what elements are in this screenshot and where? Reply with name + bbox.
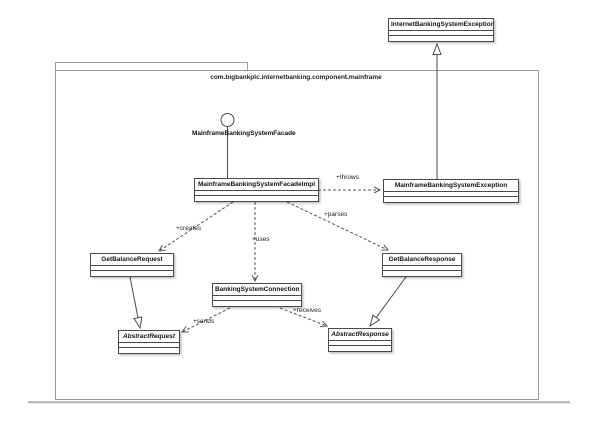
attributes-compartment: [119, 343, 179, 348]
interface-label: MainframeBankingSystemFacade: [192, 130, 296, 137]
class-get-balance-request: GetBalanceRequest: [90, 253, 174, 277]
generalization-arrow-request: [129, 276, 140, 328]
class-name: AbstractRequest: [119, 331, 179, 343]
operations-compartment: [91, 271, 173, 276]
operations-compartment: [383, 271, 461, 276]
attributes-compartment: [195, 191, 318, 196]
class-internet-banking-system-exception: InternetBankingSystemException: [388, 18, 494, 42]
class-mainframe-banking-system-exception: MainframeBankingSystemException: [383, 179, 519, 203]
relationship-label-receives: +receives: [293, 307, 321, 314]
attributes-compartment: [329, 341, 391, 346]
dependency-arrow-sends: [181, 307, 231, 333]
relationship-label-throws: +throws: [336, 174, 359, 181]
generalization-arrow-response: [370, 276, 407, 326]
attributes-compartment: [384, 192, 518, 197]
operations-compartment: [119, 348, 179, 353]
attributes-compartment: [383, 266, 461, 271]
class-name: AbstractResponse: [329, 329, 391, 341]
operations-compartment: [213, 301, 301, 306]
attributes-compartment: [91, 266, 173, 271]
operations-compartment: [389, 36, 493, 41]
attributes-compartment: [213, 296, 301, 301]
package-label: com.bigbankplc.internetbanking.component…: [210, 74, 382, 81]
relationship-label-parses: +parses: [324, 211, 348, 218]
class-abstract-request: AbstractRequest: [118, 330, 180, 354]
relationship-label-creates: +creates: [176, 225, 202, 232]
operations-compartment: [329, 346, 391, 351]
relationship-label-sends: +sends: [193, 318, 215, 325]
class-banking-system-connection: BankingSystemConnection: [212, 283, 302, 307]
class-name: MainframeBankingSystemException: [384, 180, 518, 192]
package-body: [55, 70, 539, 400]
class-get-balance-response: GetBalanceResponse: [382, 253, 462, 277]
class-name: GetBalanceRequest: [91, 254, 173, 266]
dependency-arrow-parses: [286, 201, 390, 251]
canvas-bottom-edge: [28, 401, 570, 403]
relationship-label-uses: +uses: [252, 236, 270, 243]
interface-lollipop-icon: [220, 113, 235, 127]
dependency-arrow-receives: [279, 307, 329, 328]
class-name: GetBalanceResponse: [383, 254, 461, 266]
class-abstract-response: AbstractResponse: [328, 328, 392, 352]
class-name: BankingSystemConnection: [213, 284, 301, 296]
class-mainframe-banking-system-facade-impl: MainframeBankingSystemFacadeImpl: [194, 178, 319, 202]
operations-compartment: [195, 196, 318, 201]
attributes-compartment: [389, 31, 493, 36]
class-name: InternetBankingSystemException: [389, 19, 493, 31]
operations-compartment: [384, 197, 518, 202]
class-name: MainframeBankingSystemFacadeImpl: [195, 179, 318, 191]
